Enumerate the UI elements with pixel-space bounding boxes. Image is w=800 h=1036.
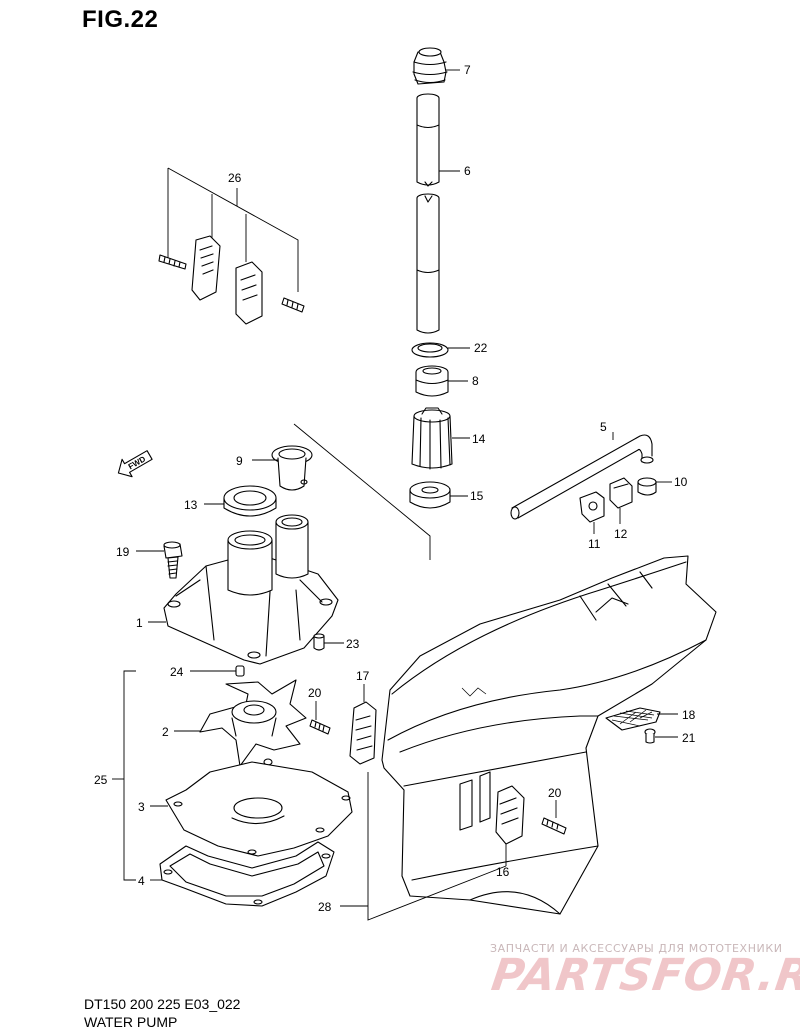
callout-22: 22 — [474, 341, 488, 355]
callout-10: 10 — [674, 475, 688, 489]
callout-2: 2 — [162, 725, 169, 739]
callout-19: 19 — [116, 545, 130, 559]
part-14-ribbed-seal — [411, 407, 453, 470]
part-6-water-tube — [416, 93, 440, 334]
callout-14: 14 — [472, 432, 486, 446]
part-5-water-pipe — [510, 434, 654, 520]
part-18-grille — [605, 707, 661, 731]
callout-26: 26 — [228, 171, 242, 185]
part-19-bolt — [163, 541, 183, 579]
part-8-grommet — [415, 365, 449, 397]
callout-20-lower: 20 — [548, 786, 562, 800]
part-20-screw-b — [541, 817, 567, 835]
part-7-boot — [412, 47, 448, 85]
callout-15: 15 — [470, 489, 484, 503]
callout-6: 6 — [464, 164, 471, 178]
callout-labels: 7 6 26 22 8 5 14 9 10 15 13 12 11 19 1 2… — [94, 63, 696, 914]
part-15-seal — [409, 481, 451, 509]
callout-7: 7 — [464, 63, 471, 77]
callout-17: 17 — [356, 669, 370, 683]
callout-9: 9 — [236, 454, 243, 468]
callout-3: 3 — [138, 800, 145, 814]
figure-model-caption: DT150 200 225 E03_022 — [84, 996, 241, 1012]
part-1-pump-case — [163, 514, 339, 665]
callout-28: 28 — [318, 900, 332, 914]
callout-16: 16 — [496, 865, 510, 879]
leader-lines — [112, 69, 678, 921]
part-26-bracket-set — [158, 167, 305, 325]
part-28-lower-unit — [381, 555, 717, 915]
part-4-gasket — [159, 841, 335, 907]
fwd-arrow-icon: FWD — [117, 450, 153, 478]
callout-18: 18 — [682, 708, 696, 722]
part-10-cap — [637, 477, 657, 496]
callout-23: 23 — [346, 637, 360, 651]
watermark-logo: PARTSFOR.RU — [488, 950, 800, 1001]
part-23-dowel-pin — [313, 633, 325, 651]
callout-11: 11 — [588, 537, 601, 551]
part-13-seal-ring — [223, 485, 277, 517]
part-12-clip — [609, 477, 633, 509]
callout-13: 13 — [184, 498, 198, 512]
part-2-impeller — [199, 679, 307, 767]
watermark-tagline: ЗАПЧАСТИ И АКСЕССУАРЫ ДЛЯ МОТОТЕХНИКИ — [490, 942, 783, 955]
figure-name-caption: WATER PUMP — [84, 1014, 178, 1030]
callout-21: 21 — [682, 731, 696, 745]
part-11-clip — [579, 491, 605, 523]
part-17-anode — [349, 701, 377, 765]
callout-24: 24 — [170, 665, 184, 679]
part-20-screw-a — [309, 719, 331, 735]
part-22-ring — [411, 342, 449, 358]
callout-8: 8 — [472, 374, 479, 388]
callout-12: 12 — [614, 527, 628, 541]
callout-25: 25 — [94, 773, 108, 787]
part-16-anode — [495, 785, 525, 845]
callout-1: 1 — [136, 616, 143, 630]
callout-4: 4 — [138, 874, 145, 888]
part-9-bushing — [271, 445, 313, 491]
part-3-gasket — [165, 761, 353, 857]
part-21-screw — [644, 728, 656, 744]
callout-20-upper: 20 — [308, 686, 322, 700]
figure-title: FIG.22 — [82, 6, 159, 33]
callout-5: 5 — [600, 420, 607, 434]
part-24-key — [235, 665, 245, 677]
